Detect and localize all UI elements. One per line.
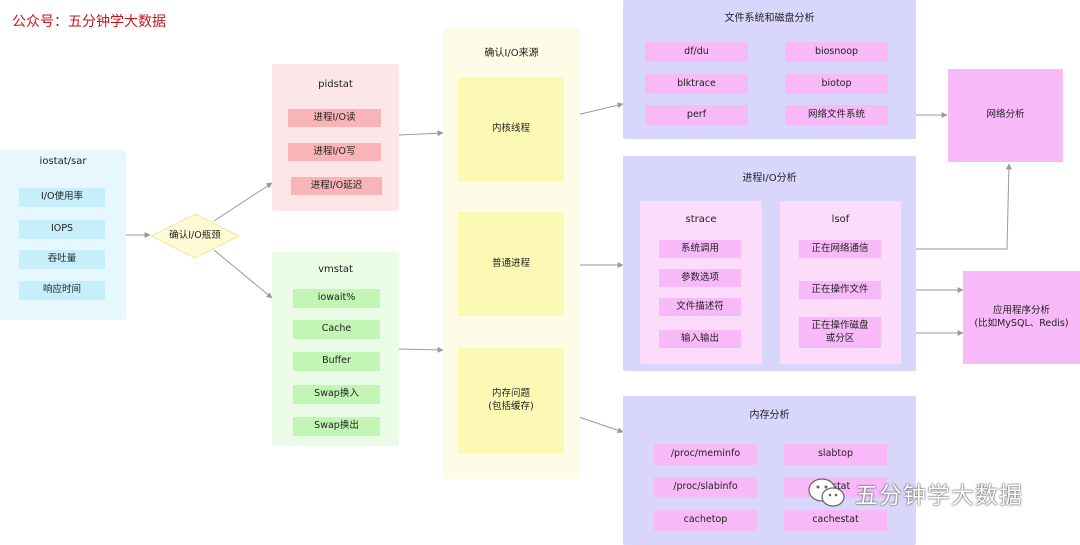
pidstat-title: pidstat [318,79,353,90]
arrow-pidstat-to-source [398,130,444,137]
lsof-panel: lsof 正在网络通信 正在操作文件 正在操作磁盘 或分区 [780,201,901,364]
pidstat-item-write: 进程I/O写 [288,143,381,161]
vmstat-item-iowait: iowait% [293,289,380,308]
watermark-text: 五分钟学大数据 [855,483,1023,509]
mem-item-slabtop: slabtop [784,444,887,465]
pidstat-item-read: 进程I/O读 [288,109,381,127]
pidstat-item-latency: 进程I/O延迟 [291,177,382,195]
strace-title: strace [685,214,717,225]
strace-item-args: 参数选项 [659,269,741,287]
source-item-normal-process: 普通进程 [458,212,564,316]
lsof-title: lsof [831,214,850,225]
fs-item-biosnoop: biosnoop [785,42,888,62]
iostat-group: iostat/sar I/O使用率 IOPS 吞吐量 响应时间 [0,150,126,320]
arrow-vmstat-to-source [398,346,444,353]
proc-group: 进程I/O分析 strace 系统调用 参数选项 文件描述符 输入输出 lsof… [623,156,916,371]
iostat-item-latency: 响应时间 [19,281,105,300]
diamond-shape [150,213,240,259]
fs-item-biotop: biotop [785,74,888,94]
decision-diamond: 确认I/O瓶颈 [150,213,240,259]
fs-item-dfdu: df/du [645,42,748,62]
lsof-item-network: 正在网络通信 [799,240,881,258]
mem-item-cachetop: cachetop [654,510,757,531]
decision-label: 确认I/O瓶颈 [169,229,221,241]
source-item-memory-issue: 内存问题 (包括缓存) [458,348,564,453]
source-item-kernel-thread: 内核线程 [458,77,564,181]
arrow-decision-to-pidstat [213,182,273,222]
source-title: 确认I/O来源 [484,48,539,59]
mem-item-slabinfo: /proc/slabinfo [654,477,757,498]
mem-item-meminfo: /proc/meminfo [654,444,757,465]
strace-panel: strace 系统调用 参数选项 文件描述符 输入输出 [640,201,762,364]
watermark: 五分钟学大数据 [807,476,1023,510]
vmstat-item-swapout: Swap换出 [293,417,380,436]
proc-title: 进程I/O分析 [742,173,797,184]
iostat-title: iostat/sar [39,156,87,167]
strace-item-io: 输入输出 [659,330,741,348]
fs-item-blktrace: blktrace [645,74,748,94]
source-group: 确认I/O来源 内核线程 普通进程 内存问题 (包括缓存) [443,28,580,479]
fs-title: 文件系统和磁盘分析 [724,13,815,24]
vmstat-item-buffer: Buffer [293,352,380,371]
mem-title: 内存分析 [749,410,790,421]
arrow-decision-to-vmstat [213,249,273,299]
iostat-item-utilization: I/O使用率 [19,188,105,207]
iostat-item-throughput: 吞吐量 [19,250,105,269]
mem-group: 内存分析 /proc/meminfo slabtop /proc/slabinf… [623,396,916,545]
iostat-item-iops: IOPS [19,220,105,239]
lsof-item-file: 正在操作文件 [799,281,881,299]
fs-item-nfs: 网络文件系统 [785,105,888,125]
fs-item-perf: perf [645,105,748,125]
vmstat-item-swapin: Swap换入 [293,385,380,404]
fs-group: 文件系统和磁盘分析 df/du biosnoop blktrace biotop… [623,0,916,139]
vmstat-item-cache: Cache [293,320,380,339]
vmstat-group: vmstat iowait% Cache Buffer Swap换入 Swap换… [272,252,399,446]
arrow-netcomm-to-network [881,163,1012,250]
app-analysis-box: 应用程序分析 (比如MySQL、Redis) [963,271,1080,364]
strace-item-syscall: 系统调用 [659,240,741,258]
network-analysis-box: 网络分析 [948,69,1063,162]
strace-item-fd: 文件描述符 [659,298,741,316]
wechat-icon [808,478,845,507]
pidstat-group: pidstat 进程I/O读 进程I/O写 进程I/O延迟 [272,64,399,211]
account-label: 公众号：五分钟学大数据 [12,14,166,30]
lsof-item-disk: 正在操作磁盘 或分区 [799,317,881,348]
vmstat-title: vmstat [318,264,353,275]
mem-item-cachestat: cachestat [784,510,887,531]
